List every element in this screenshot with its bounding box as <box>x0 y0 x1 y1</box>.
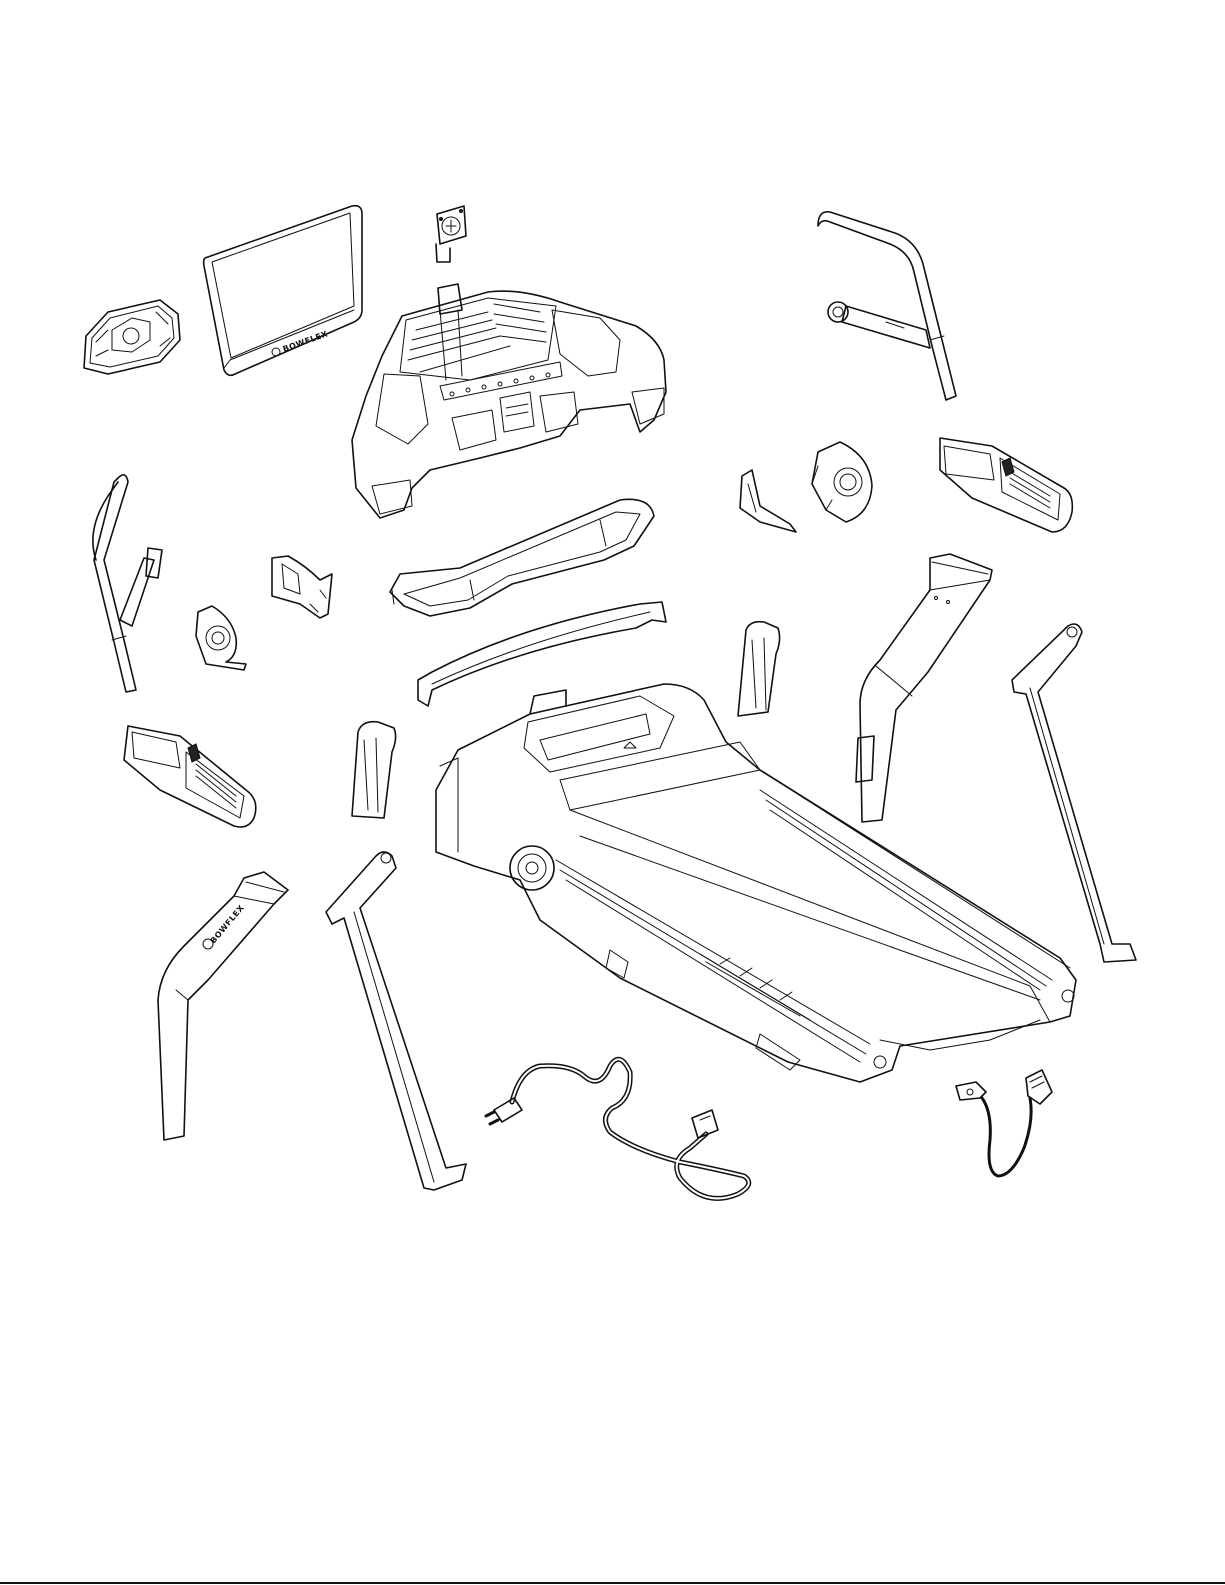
right-clip <box>740 470 796 532</box>
right-hand-grip <box>940 438 1072 532</box>
treadmill-base <box>436 684 1076 1082</box>
right-upright-handlebar <box>818 212 956 400</box>
crossbar-cover <box>418 602 666 706</box>
left-front-upright: BOWFLEX <box>158 872 288 1140</box>
display-mount-bracket <box>436 206 466 262</box>
power-cord <box>486 1059 749 1198</box>
right-front-upright <box>856 554 992 822</box>
upright-brand-mark: BOWFLEX <box>209 903 247 945</box>
right-rear-upright <box>1012 624 1136 962</box>
left-upright-handlebar <box>93 475 162 692</box>
footer-rule <box>0 1582 1225 1584</box>
left-hand-grip <box>124 726 256 827</box>
touchscreen-display: BOWFLEX <box>204 206 362 376</box>
right-bracket-cover <box>812 442 872 522</box>
left-rear-upright <box>326 852 466 1190</box>
left-bracket-cover <box>272 556 332 618</box>
left-clip <box>196 606 246 670</box>
left-upright-cover <box>352 722 396 818</box>
display-brand-mark: BOWFLEX <box>282 329 330 354</box>
console-assembly <box>352 284 666 518</box>
safety-key <box>956 1070 1052 1176</box>
keypad-bezel <box>84 300 180 374</box>
console-tray <box>390 499 654 616</box>
right-upright-cover <box>738 622 780 716</box>
